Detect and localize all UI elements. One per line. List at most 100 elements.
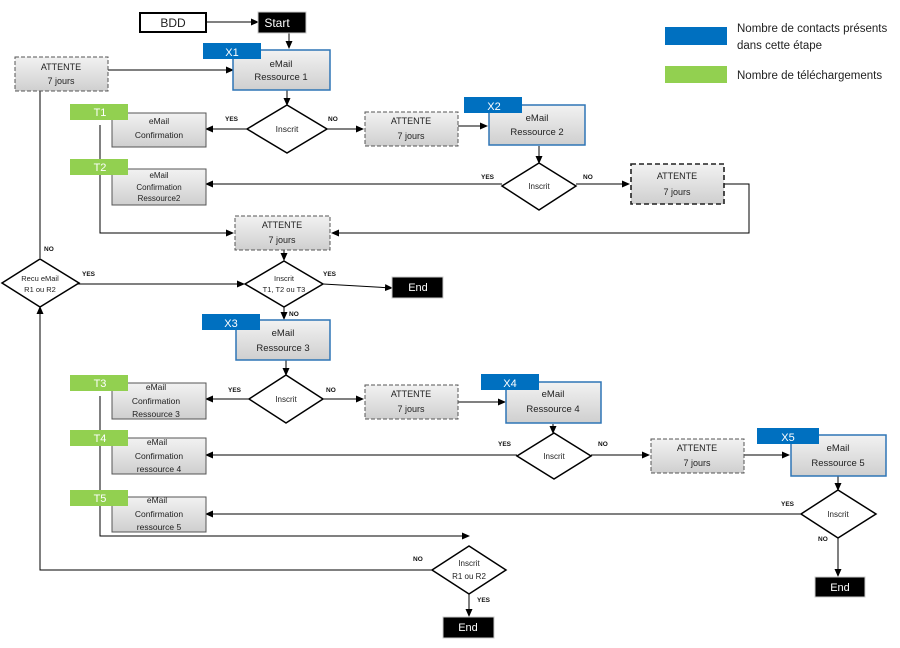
decision-inscrit-r1r2: Inscrit R1 ou R2	[430, 545, 508, 595]
svg-text:eMail: eMail	[827, 443, 850, 454]
email-confirmation-4: eMail Confirmation ressource 4	[111, 437, 207, 475]
decision-recu-email: Recu eMail R1 ou R2	[0, 258, 81, 308]
legend-contacts-line1: Nombre de contacts présents	[737, 23, 887, 35]
tag-x2: X2	[464, 97, 522, 113]
svg-text:ATTENTE: ATTENTE	[391, 389, 431, 399]
svg-text:7 jours: 7 jours	[663, 187, 691, 197]
end-node-3: End	[814, 576, 866, 598]
svg-text:7 jours: 7 jours	[683, 458, 711, 468]
svg-text:Inscrit: Inscrit	[528, 182, 550, 191]
svg-text:X2: X2	[487, 101, 500, 113]
svg-text:ressource 4: ressource 4	[137, 464, 182, 474]
svg-text:X1: X1	[225, 47, 238, 59]
start-node: Start	[257, 11, 307, 34]
decision-inscrit-3: Inscrit	[247, 374, 325, 424]
svg-text:Ressource 3: Ressource 3	[256, 343, 309, 354]
tag-t5: T5	[70, 490, 128, 506]
svg-text:ATTENTE: ATTENTE	[677, 443, 717, 453]
svg-text:Inscrit: Inscrit	[275, 395, 297, 404]
attente-node-left: ATTENTE 7 jours	[14, 56, 109, 92]
label-yes: YES	[781, 501, 795, 508]
svg-text:End: End	[458, 622, 478, 634]
email-ressource-2: eMail Ressource 2	[488, 104, 586, 146]
tag-t4: T4	[70, 430, 128, 446]
svg-text:T3: T3	[94, 378, 107, 390]
attente-node-3: ATTENTE 7 jours	[630, 163, 725, 205]
svg-text:eMail: eMail	[147, 437, 167, 447]
label-yes: YES	[477, 597, 491, 604]
svg-text:Confirmation: Confirmation	[135, 451, 183, 461]
svg-text:T4: T4	[94, 433, 107, 445]
svg-text:eMail: eMail	[270, 59, 293, 70]
tag-x1: X1	[203, 43, 261, 59]
svg-text:R1 ou R2: R1 ou R2	[24, 285, 56, 294]
label-yes: YES	[225, 116, 239, 123]
legend-downloads: Nombre de téléchargements	[737, 70, 882, 82]
svg-text:T2: T2	[94, 162, 107, 174]
label-no: NO	[818, 536, 828, 543]
decision-inscrit-1: Inscrit	[245, 104, 329, 154]
svg-text:Inscrit: Inscrit	[276, 124, 299, 134]
edge-inscritR-recu	[36, 306, 432, 571]
edge-attente3-mid	[331, 183, 750, 237]
svg-text:eMail: eMail	[542, 389, 565, 400]
bdd-node: BDD	[139, 12, 207, 33]
svg-text:7 jours: 7 jours	[397, 404, 425, 414]
end-node-1: End	[391, 276, 444, 299]
svg-text:7 jours: 7 jours	[397, 131, 425, 141]
tag-x5: X5	[757, 428, 819, 444]
svg-text:X5: X5	[781, 432, 794, 444]
label-yes: YES	[82, 271, 96, 278]
label-no: NO	[583, 174, 593, 181]
decision-inscrit-4: Inscrit	[515, 432, 593, 480]
svg-text:T1: T1	[94, 107, 107, 119]
attente-node-2: ATTENTE 7 jours	[364, 111, 459, 147]
svg-text:eMail: eMail	[149, 171, 168, 180]
label-yes: YES	[323, 271, 337, 278]
attente-node-4: ATTENTE 7 jours	[364, 384, 459, 420]
tag-x4: X4	[481, 374, 539, 390]
svg-text:End: End	[408, 282, 428, 294]
svg-text:Ressource 1: Ressource 1	[254, 72, 307, 83]
svg-text:Ressource 5: Ressource 5	[811, 458, 864, 469]
svg-text:Inscrit: Inscrit	[543, 452, 565, 461]
svg-text:Confirmation: Confirmation	[135, 509, 183, 519]
svg-text:Ressource2: Ressource2	[138, 194, 181, 203]
svg-text:eMail: eMail	[272, 328, 295, 339]
legend-contacts-line2: dans cette étape	[737, 40, 822, 52]
svg-text:Inscrit: Inscrit	[458, 559, 480, 568]
label-no: NO	[413, 556, 423, 563]
email-ressource-3: eMail Ressource 3	[235, 319, 331, 361]
tag-x3: X3	[202, 314, 260, 330]
svg-text:X3: X3	[224, 318, 237, 330]
tag-t3: T3	[70, 375, 128, 391]
svg-text:ATTENTE: ATTENTE	[657, 171, 697, 181]
svg-text:Confirmation: Confirmation	[136, 183, 181, 192]
end-node-2: End	[442, 616, 495, 639]
svg-text:ATTENTE: ATTENTE	[41, 62, 81, 72]
svg-text:ressource 5: ressource 5	[137, 522, 182, 532]
svg-text:Confirmation: Confirmation	[132, 396, 180, 406]
decision-inscrit-t123: Inscrit T1, T2 ou T3	[243, 260, 325, 308]
svg-text:eMail: eMail	[526, 113, 549, 124]
svg-text:BDD: BDD	[160, 16, 186, 30]
svg-text:End: End	[830, 582, 850, 594]
decision-inscrit-2: Inscrit	[500, 162, 578, 211]
svg-text:ATTENTE: ATTENTE	[391, 116, 431, 126]
decision-inscrit-5: Inscrit	[799, 489, 878, 539]
svg-text:eMail: eMail	[149, 116, 169, 126]
label-no: NO	[328, 116, 338, 123]
svg-text:Ressource 4: Ressource 4	[526, 404, 579, 415]
svg-text:Inscrit: Inscrit	[827, 510, 849, 519]
label-yes: YES	[228, 387, 242, 394]
legend-swatch-downloads	[665, 66, 727, 83]
label-no: NO	[598, 441, 608, 448]
svg-text:eMail: eMail	[147, 495, 167, 505]
svg-text:Start: Start	[264, 16, 290, 30]
label-no: NO	[44, 246, 54, 253]
label-no: NO	[289, 311, 299, 318]
legend-swatch-contacts	[665, 27, 727, 45]
tag-t2: T2	[70, 159, 128, 175]
label-yes: YES	[498, 441, 512, 448]
svg-text:X4: X4	[503, 378, 516, 390]
